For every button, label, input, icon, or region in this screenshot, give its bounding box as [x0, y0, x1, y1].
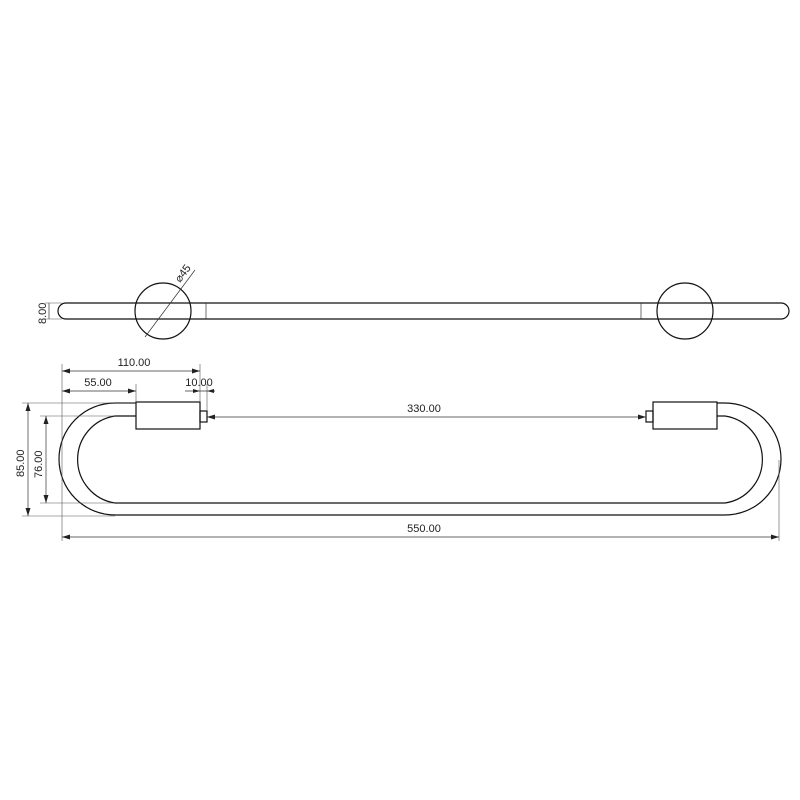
dim-110-label: 110.00 [118, 357, 151, 369]
left-bracket-tip [199, 410, 208, 423]
dim-85-arrow-top [25, 403, 31, 411]
right-bracket [652, 401, 718, 430]
thickness-label: 8.00 [37, 303, 49, 324]
dim-550-arrow-left [62, 534, 70, 540]
dim-550-arrow-right [771, 534, 779, 540]
dim-110-arrow-right [192, 368, 200, 374]
diameter-label: ⌀45 [173, 263, 194, 285]
dim-330-arrow-left [207, 414, 215, 420]
dim-550-label: 550.00 [407, 523, 441, 535]
rail-outer [58, 402, 782, 516]
diameter-leader [144, 269, 196, 338]
left-wall-plate [134, 282, 192, 340]
dim-85-label: 85.00 [15, 449, 27, 477]
dim-330-arrow-right [638, 414, 646, 420]
top-bar [57, 302, 790, 320]
right-bracket-tip [645, 410, 654, 423]
dim-85-arrow-bottom [25, 508, 31, 516]
dim-76-arrow-top [43, 416, 49, 424]
top-view: ⌀45 8.00 [37, 263, 790, 340]
dim-55-arrow-left [62, 388, 70, 394]
dim-10-arrow-right [207, 389, 214, 393]
front-view: 330.00 110.00 55.00 10.00 550.00 85 [15, 357, 782, 541]
dim-110-arrow-left [62, 368, 70, 374]
dim-10-label: 10.00 [185, 377, 213, 389]
right-wall-plate [656, 282, 714, 340]
dim-76-arrow-bottom [43, 495, 49, 503]
dim-55-arrow-right [128, 388, 136, 394]
left-bracket [135, 401, 201, 430]
rail-inner [77, 415, 763, 504]
dim-330-label: 330.00 [407, 403, 441, 415]
dim-76-label: 76.00 [33, 450, 45, 478]
dim-55-label: 55.00 [84, 377, 112, 389]
dim-10-arrow-left [193, 389, 200, 393]
